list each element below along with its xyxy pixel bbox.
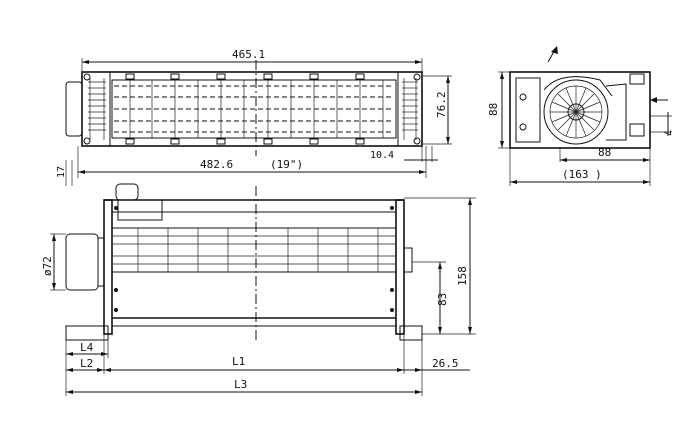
dim-outlet-height: 83	[436, 293, 449, 306]
side-view: 88 7 88 (163 )	[487, 46, 672, 186]
dim-l2: L2	[80, 357, 93, 370]
dim-side-small: 7	[661, 130, 672, 136]
dim-total-height: 158	[456, 266, 469, 286]
dim-top-height: 76.2	[435, 92, 448, 119]
dim-top-length: 465.1	[232, 48, 265, 61]
dim-motor-diameter: ø72	[41, 256, 54, 276]
dim-l3: L3	[234, 378, 247, 391]
dim-flange-gap: 10.4	[370, 150, 394, 161]
dim-mount-length: 482.6	[200, 158, 233, 171]
dim-side-height: 88	[487, 103, 500, 116]
dim-side-width: 88	[598, 146, 611, 159]
dim-side-total: (163 )	[562, 168, 602, 181]
dim-l4: L4	[80, 341, 94, 354]
dim-mount-inch: (19")	[270, 158, 303, 171]
dim-right-gap: 26.5	[432, 357, 459, 370]
dim-l1: L1	[232, 355, 245, 368]
front-view: ø72 83 158 L4 L2 L1	[41, 183, 476, 396]
dim-left-offset: 17	[56, 166, 67, 178]
top-view: 465.1 76.2 482.6 (19") 10.4 17	[56, 48, 452, 186]
